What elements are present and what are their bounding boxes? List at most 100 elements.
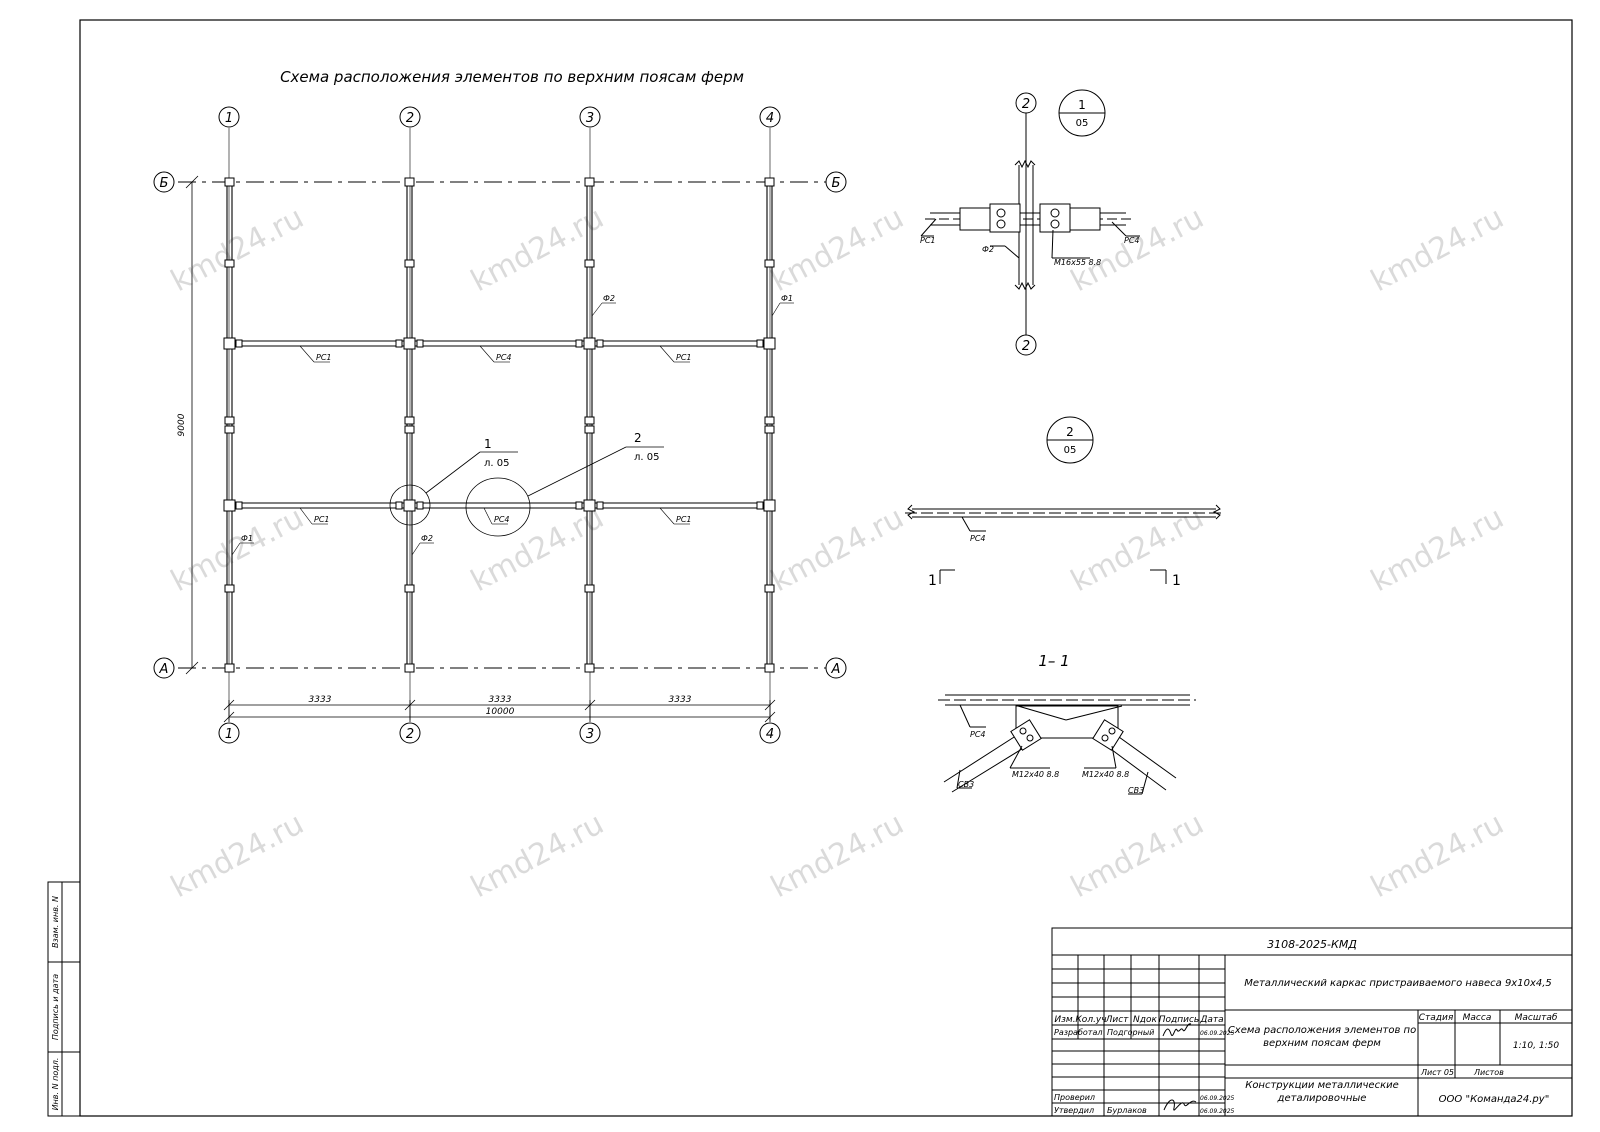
sheet-border: [79, 19, 1573, 1117]
purlins: [232, 340, 767, 509]
member-label: РС1: [676, 515, 692, 524]
node-1-label-bolt: М16х55 8.8: [1054, 258, 1101, 267]
tb-mass-label: Масса: [1463, 1013, 1492, 1023]
sheet-title: Схема расположения элементов по верхним …: [1227, 1025, 1417, 1049]
axis-label: 4: [766, 727, 774, 742]
company: ООО "Команда24.ру": [1439, 1094, 1550, 1105]
axis-label: 2: [406, 727, 414, 742]
side-stamp: [47, 881, 81, 1117]
member-label: РС4: [494, 515, 510, 524]
watermark: kmd24.ru: [765, 500, 909, 599]
node-1-label-rc-right: РС4: [1124, 236, 1140, 245]
side-stamp-label: Подпись и дата: [51, 974, 60, 1040]
callout-1-number: 1: [484, 437, 492, 451]
section-label-sv-left: СВ3: [958, 780, 974, 789]
section-label-bolt-right: М12х40 8.8: [1082, 770, 1129, 779]
axis-label: 3: [586, 727, 594, 742]
tb-role: Разработал: [1054, 1028, 1102, 1037]
project-name: Металлический каркас пристраиваемого нав…: [1244, 978, 1552, 989]
dim-span: 3333: [669, 695, 692, 705]
node-1-bubble-top: 1: [1078, 98, 1086, 112]
plan-title: Схема расположения элементов по верхним …: [280, 68, 744, 86]
member-label: РС4: [496, 353, 512, 362]
watermark: kmd24.ru: [165, 500, 309, 599]
callout-1: [389, 451, 518, 526]
axis-label: 1: [225, 111, 233, 126]
signature-developer: [1162, 1023, 1192, 1037]
axis-label-a: А: [831, 662, 841, 677]
watermark: kmd24.ru: [465, 200, 609, 299]
axis-label-a: А: [159, 662, 169, 677]
axis-label: 4: [766, 111, 774, 126]
axis-label-b: Б: [832, 176, 841, 191]
node-1-label-rc-left: РС1: [920, 236, 936, 245]
node-2-detail: 2 05 РС4 1 1: [905, 416, 1222, 589]
node-1-axis-bottom: 2: [1022, 339, 1030, 354]
axis-bubbles-top: 1 2 3 4: [218, 106, 781, 128]
dimension-vertical: [185, 175, 199, 675]
member-labels: [231, 302, 794, 556]
doc-code: 3108-2025-КМД: [1267, 938, 1357, 951]
tb-header: Подпись: [1159, 1015, 1199, 1025]
plan-view: Схема расположения элементов по верхним …: [153, 68, 847, 744]
tb-sheet-label: Лист 05: [1420, 1068, 1454, 1077]
tb-date: 06.09.2025: [1200, 1030, 1235, 1037]
dim-span: 3333: [489, 695, 512, 705]
tb-name: Подгорный: [1107, 1028, 1154, 1037]
section-label-bolt-left: М12х40 8.8: [1012, 770, 1059, 779]
watermark: kmd24.ru: [165, 806, 309, 905]
node-1-detail: 2 2 1 05 РС1 РС4 Ф2: [920, 89, 1140, 356]
node-2-bubble-bottom: 05: [1064, 445, 1077, 456]
nodes: [223, 177, 776, 673]
node-1-axis-top: 2: [1022, 97, 1030, 112]
watermark: kmd24.ru: [165, 200, 309, 299]
dimension-bottom: [223, 699, 776, 723]
watermark: kmd24.ru: [1065, 806, 1209, 905]
section-title: 1– 1: [1038, 652, 1069, 670]
side-stamp-label: Инв. N подл.: [51, 1058, 60, 1111]
watermark: kmd24.ru: [1065, 500, 1209, 599]
tb-header: Nдок: [1133, 1015, 1157, 1025]
dim-total: 10000: [486, 707, 515, 717]
callout-1-sheet: л. 05: [484, 458, 509, 469]
axis-label-b: Б: [160, 176, 169, 191]
side-stamp-label: Взам. инв. N: [51, 896, 60, 948]
signature-approver: [1163, 1099, 1197, 1111]
tb-name: Бурлаков: [1107, 1106, 1147, 1115]
title-block: [1051, 927, 1573, 1117]
watermarks: kmd24.ru kmd24.ru kmd24.ru kmd24.ru kmd2…: [165, 200, 1509, 905]
section-label-rc: РС4: [970, 730, 986, 739]
member-label: РС1: [316, 353, 332, 362]
section-label-sv-right: СВ3: [1128, 786, 1144, 795]
tb-role: Проверил: [1054, 1093, 1095, 1102]
callout-2-sheet: л. 05: [634, 452, 659, 463]
node-2-label: РС4: [970, 534, 986, 543]
member-label: Ф2: [421, 534, 433, 543]
tb-header: Лист: [1105, 1015, 1130, 1025]
axis-label: 1: [225, 727, 233, 742]
axis-label: 3: [586, 111, 594, 126]
watermark: kmd24.ru: [1365, 500, 1509, 599]
axis-bubbles-letter: Б Б А А: [153, 171, 847, 679]
sheet-title-box: Схема расположения элементов по верхним …: [1227, 1025, 1417, 1049]
watermark: kmd24.ru: [465, 500, 609, 599]
tb-role: Утвердил: [1054, 1106, 1094, 1115]
tb-scale-label: Масштаб: [1515, 1013, 1558, 1023]
callout-2: [465, 446, 664, 537]
section-1-1: 1– 1 РС4 М12х40 8.8 М12х40 8.8 СВ3 СВ3: [938, 652, 1196, 795]
cut-label-left: 1: [928, 573, 937, 589]
member-label: Ф2: [603, 294, 615, 303]
callout-2-number: 2: [634, 431, 642, 445]
member-label: Ф1: [781, 294, 793, 303]
dim-span: 3333: [309, 695, 332, 705]
member-label: РС1: [314, 515, 330, 524]
doc-type: Конструкции металлические деталировочные: [1245, 1080, 1399, 1104]
watermark: kmd24.ru: [1365, 806, 1509, 905]
tb-header: Дата: [1199, 1015, 1223, 1025]
watermark: kmd24.ru: [765, 200, 909, 299]
node-2-bubble-top: 2: [1066, 425, 1074, 439]
tb-header: Кол.уч: [1075, 1015, 1106, 1025]
cut-label-right: 1: [1172, 573, 1181, 589]
dim-9000: 9000: [177, 413, 187, 436]
